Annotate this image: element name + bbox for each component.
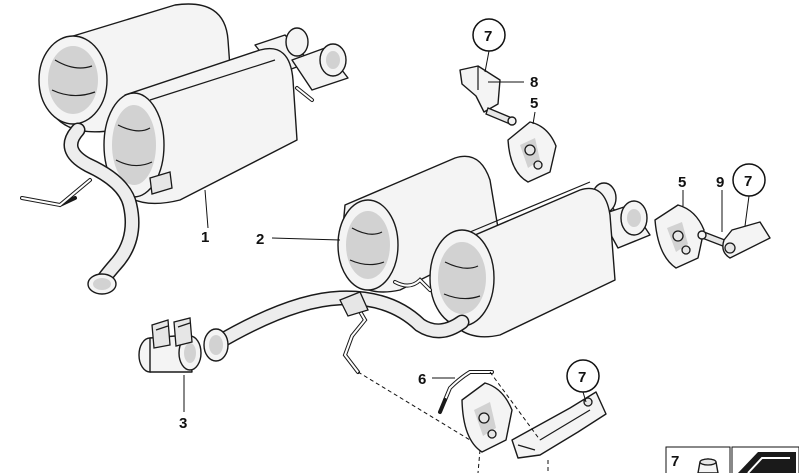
assembly-line [477,449,481,473]
callout-9: 9 [716,174,724,191]
rear-silencer-right[interactable] [203,155,651,374]
leader-7c [582,391,587,403]
leader-5a [532,111,536,125]
rubber-mount-lower[interactable] [461,382,513,453]
callout-5b: 5 [678,174,686,191]
leader-7b [744,195,750,227]
callout-6: 6 [418,371,426,388]
pipe-clamp[interactable] [138,317,202,373]
callout-circle-7b [732,163,766,197]
callout-circle-7a [472,18,506,52]
legend-part-7: 7 [665,446,731,473]
callout-7b: 7 [744,173,752,190]
callout-7a: 7 [484,28,492,45]
callout-3: 3 [179,415,187,432]
bracket-right[interactable] [697,221,771,259]
callout-2: 2 [256,231,264,248]
callout-7d: 7 [671,453,679,470]
callout-7c: 7 [578,369,586,386]
assembly-line [489,371,541,441]
leader-1 [204,189,209,229]
legend-box-arrow [731,446,799,473]
bracket-upper[interactable] [459,65,517,126]
hanger-rod[interactable] [438,370,494,414]
leader-2 [271,237,341,241]
leader-7a [484,50,490,73]
callout-8: 8 [530,74,538,91]
callout-circle-7c [566,359,600,393]
rubber-mount-upper[interactable] [507,121,557,183]
rubber-mount-right[interactable] [654,204,705,269]
callout-5a: 5 [530,95,538,112]
bracket-lower[interactable] [511,391,607,459]
assembly-line [357,371,471,441]
rear-silencer-left[interactable] [20,3,349,295]
callout-1: 1 [201,229,209,246]
